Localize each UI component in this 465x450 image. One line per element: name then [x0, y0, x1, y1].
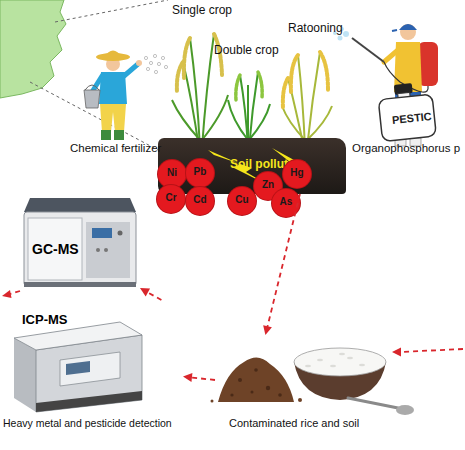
- connector-line: [146, 292, 161, 300]
- pesticide-bottle: [377, 81, 436, 141]
- rice-bowl: [294, 348, 414, 415]
- metal-circle: Cd: [186, 187, 214, 215]
- element-symbol: Pb: [186, 166, 214, 178]
- input-label: Chemical fertilizer: [70, 142, 161, 155]
- crop-label: Single crop: [172, 4, 232, 18]
- metal-circle: Cu: [228, 187, 256, 215]
- element-symbol: Cd: [186, 194, 214, 206]
- gc-ms-instrument: [24, 198, 136, 287]
- arrow-head: [140, 288, 150, 296]
- element-symbol: Zn: [254, 179, 282, 191]
- element-symbol: Cu: [228, 194, 256, 206]
- rice-plant: [228, 72, 270, 148]
- instrument-box: GC-MS: [20, 195, 140, 290]
- element-symbol: As: [272, 196, 300, 208]
- arrow-head: [263, 325, 272, 335]
- metal-circle: Hg: [283, 160, 311, 188]
- arrow-head: [183, 373, 192, 382]
- instrument-name: ICP-MS: [22, 313, 68, 328]
- soil-band: Soil pollution: [158, 138, 346, 194]
- flow-arrow: [183, 373, 215, 382]
- caption-text: Heavy metal and pesticide detection: [3, 417, 172, 429]
- metal-circle: Cr: [157, 185, 185, 213]
- connector-line: [190, 377, 215, 380]
- farmer-figure: [84, 51, 168, 141]
- element-symbol: Hg: [283, 167, 311, 179]
- soil-pile: [211, 357, 303, 402]
- metal-circle: As: [272, 189, 300, 217]
- element-symbol: Cr: [157, 192, 185, 204]
- flow-arrow: [140, 288, 161, 300]
- icp-ms-instrument: [14, 322, 142, 412]
- flow-arrow: [2, 290, 20, 298]
- caption-text: Contaminated rice and soil: [229, 417, 359, 430]
- zoom-line: [55, 0, 168, 22]
- input-label: Organophosphorus p: [352, 142, 460, 155]
- sample-group: Contaminated rice and soil: [215, 335, 395, 435]
- zoom-line: [30, 82, 158, 150]
- crop-label: Double crop: [214, 44, 279, 58]
- map-region: [0, 0, 66, 98]
- metal-circle: Ni: [158, 160, 186, 188]
- metal-circle: Pb: [186, 159, 214, 187]
- rice-plant: [282, 52, 332, 148]
- instrument-name: GC-MS: [32, 241, 79, 257]
- crop-label: Ratooning: [288, 22, 343, 36]
- element-symbol: Ni: [158, 167, 186, 179]
- flow-arrow: [392, 348, 463, 357]
- sprayer-figure: [333, 24, 438, 146]
- instrument-box: ICP-MS Heavy metal and pesticide detectio…: [3, 300, 183, 432]
